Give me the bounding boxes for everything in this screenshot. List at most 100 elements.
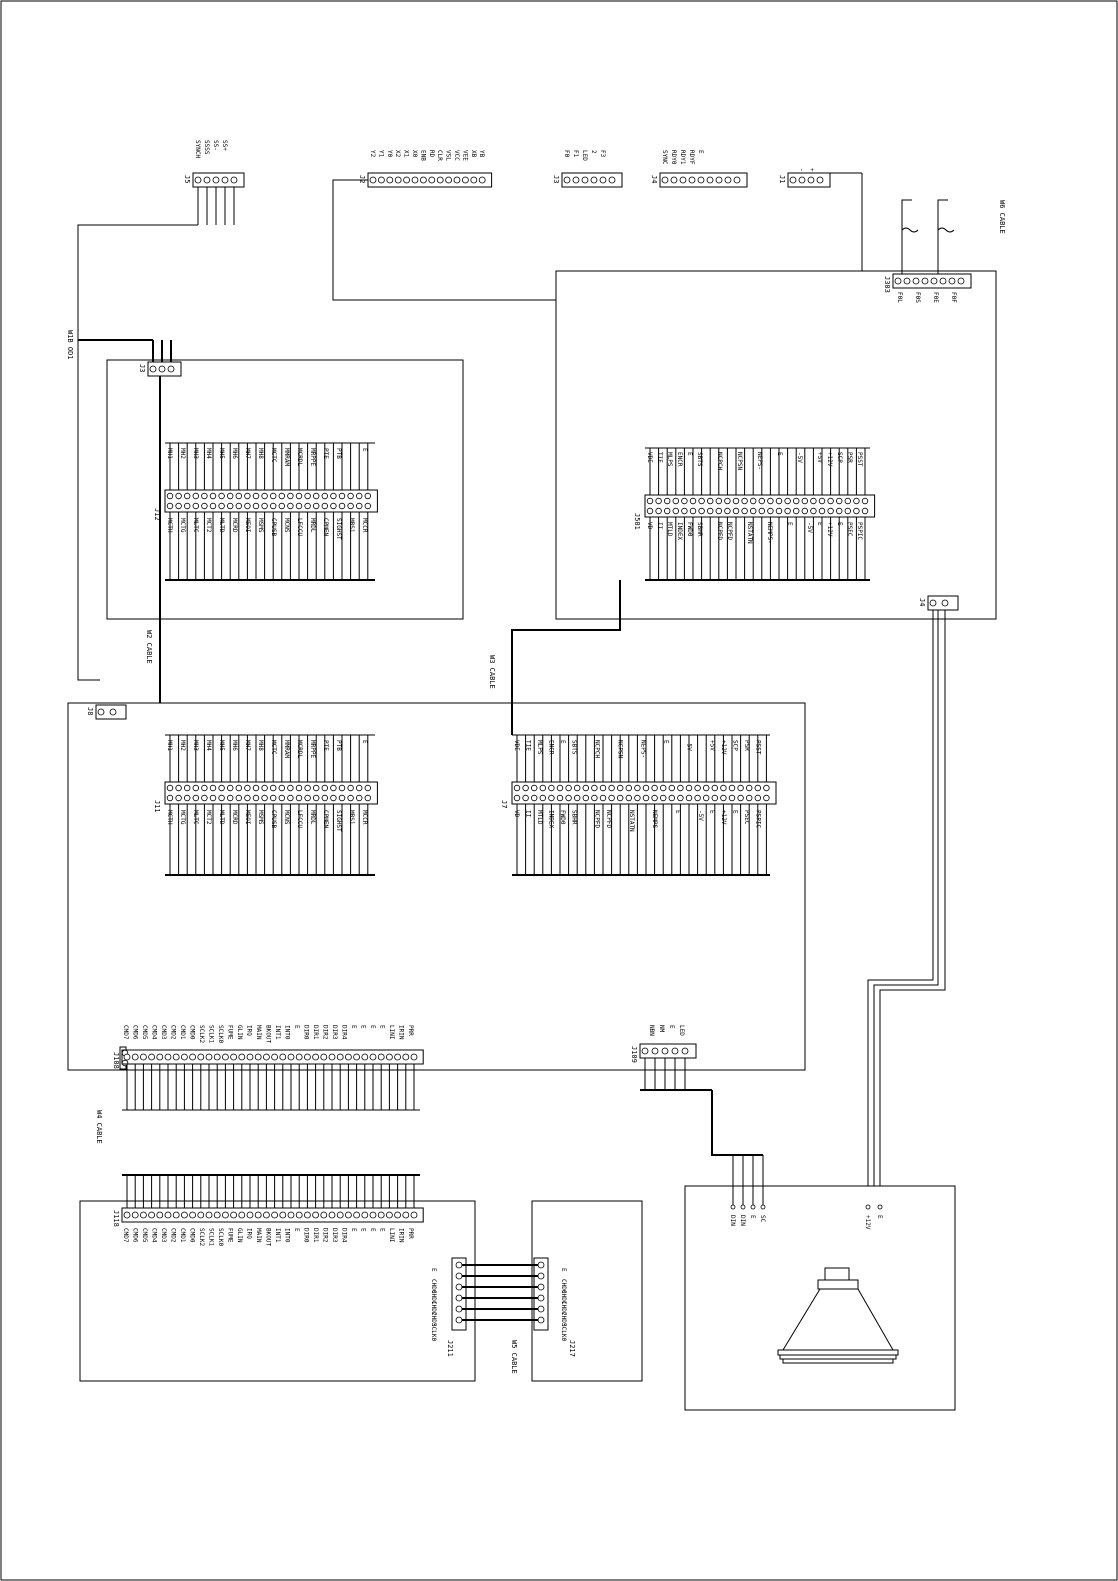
pin	[763, 784, 770, 792]
pin-label: SSSS	[203, 140, 210, 155]
pin	[537, 1272, 545, 1280]
pin	[385, 1053, 393, 1061]
pin-label: F0	[563, 150, 570, 158]
pin-label: NSTATN	[628, 810, 635, 832]
pin	[313, 502, 320, 510]
pin	[347, 784, 354, 792]
pin	[175, 492, 182, 500]
pin-label: SYNCH	[194, 140, 201, 158]
pin	[156, 1211, 164, 1219]
pin	[758, 507, 765, 515]
pin	[672, 497, 679, 505]
pin-label: LED	[581, 150, 588, 161]
pin-label: SCLK0	[217, 1025, 224, 1043]
connector-j3: J3	[552, 172, 623, 188]
board-lower-left	[79, 1200, 476, 1382]
pin-label: CMD0	[189, 1025, 196, 1040]
pin	[197, 1053, 205, 1061]
pin	[677, 784, 684, 792]
pin	[295, 502, 303, 510]
pin	[539, 794, 546, 802]
pin	[226, 794, 234, 802]
pin-label: DIR3	[331, 1228, 338, 1243]
pin	[668, 784, 675, 792]
pin-label: MLTC	[192, 518, 199, 533]
pin	[591, 784, 598, 792]
pin	[238, 1053, 246, 1061]
pin	[836, 507, 843, 515]
pin	[328, 1053, 336, 1061]
pin	[262, 1211, 270, 1219]
pin	[164, 1211, 172, 1219]
pin	[957, 277, 965, 285]
pin	[537, 1283, 545, 1291]
connector-j12-top-body	[164, 489, 378, 513]
pin	[369, 1053, 377, 1061]
pin-label: CHD0	[560, 1279, 567, 1294]
pin	[754, 784, 761, 792]
pin	[419, 176, 427, 184]
pin-label: MCTC	[270, 448, 277, 463]
connector-j501-body	[644, 494, 876, 518]
pin-label: +	[808, 168, 815, 172]
pin	[201, 502, 208, 510]
pin	[226, 502, 234, 510]
pin-label: TIE	[525, 740, 532, 751]
pin	[158, 365, 166, 373]
pin-label: INT1	[274, 1025, 281, 1040]
pin-label: CPUSB	[270, 518, 277, 536]
pin	[338, 784, 346, 792]
connector-j12-top: J12	[153, 489, 378, 521]
pin-label: SCLK0	[560, 1323, 567, 1341]
pin-label: DIR4	[341, 1025, 348, 1040]
pin-label: LINI	[388, 1025, 395, 1040]
pin	[218, 492, 225, 500]
pin	[201, 492, 208, 500]
pin-label: PSST	[755, 740, 762, 755]
pin	[304, 784, 311, 792]
pin-label: CMD5	[141, 1228, 148, 1243]
pin	[261, 492, 268, 500]
connector-j4-power: J4	[918, 595, 959, 611]
pin	[197, 1211, 205, 1219]
pin	[681, 497, 688, 505]
connector-j211-body	[451, 1257, 467, 1331]
pin	[402, 1053, 410, 1061]
connector-j118: J118	[112, 1207, 424, 1227]
pin-label: F0F	[950, 292, 957, 303]
pin-label: PSEC	[846, 522, 853, 537]
pin-label: MH4	[205, 740, 212, 751]
pin	[330, 502, 337, 510]
pin	[252, 794, 260, 802]
pin	[226, 784, 234, 792]
pin-label: SIGHST	[335, 810, 342, 832]
pin	[694, 784, 701, 792]
pin-label: MCT2	[205, 518, 212, 533]
pin-label: CMD1	[179, 1025, 186, 1040]
pin	[754, 794, 761, 802]
pin-label: MTLD	[666, 522, 673, 537]
pin	[330, 784, 337, 792]
pin-label: E	[674, 810, 681, 814]
pin	[131, 1211, 139, 1219]
pin-label: E	[749, 1215, 756, 1219]
pin	[209, 794, 217, 802]
pin	[679, 176, 687, 184]
pin	[581, 176, 589, 184]
pin	[681, 1047, 689, 1055]
wire	[937, 199, 948, 274]
pin	[338, 492, 346, 500]
connector-j3-small-body	[147, 361, 182, 377]
pin	[97, 708, 105, 716]
pin-label: PTB	[335, 740, 342, 751]
connector-j11-main-body	[164, 781, 378, 805]
pin	[750, 497, 757, 505]
pin	[336, 1053, 344, 1061]
connector-j4-ref: J4	[650, 175, 658, 183]
pin-label: NM	[658, 1025, 665, 1033]
pin	[166, 794, 174, 802]
pin-label: MCTG	[179, 518, 186, 533]
pin	[287, 784, 294, 792]
pin-label: VCC	[453, 150, 460, 161]
